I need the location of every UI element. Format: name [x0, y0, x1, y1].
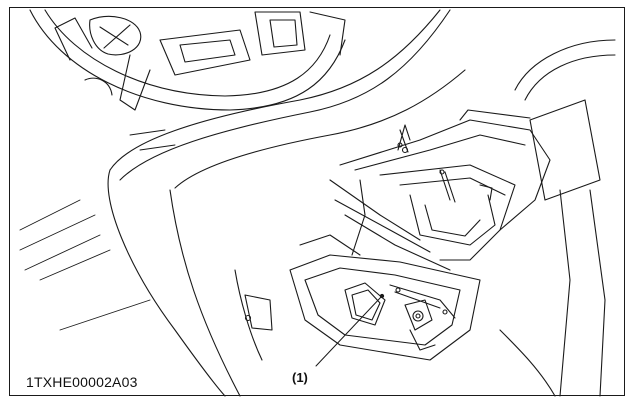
- callout-leader-line: [315, 295, 383, 367]
- lower-bracket: [244, 129, 481, 361]
- steering-wheel: [29, 9, 346, 111]
- callout-leader-dot: [379, 293, 385, 299]
- floor-lines: [19, 129, 176, 331]
- figure-id-code: 1TXHE00002A03: [24, 374, 140, 390]
- linkage-rods: [299, 179, 451, 271]
- console-housing: [339, 109, 551, 261]
- mechanism: [344, 282, 456, 351]
- right-pillar: [499, 39, 616, 397]
- figure-frame: [9, 7, 625, 396]
- dashboard-panel: [107, 9, 466, 397]
- callout-label: (1): [292, 370, 308, 385]
